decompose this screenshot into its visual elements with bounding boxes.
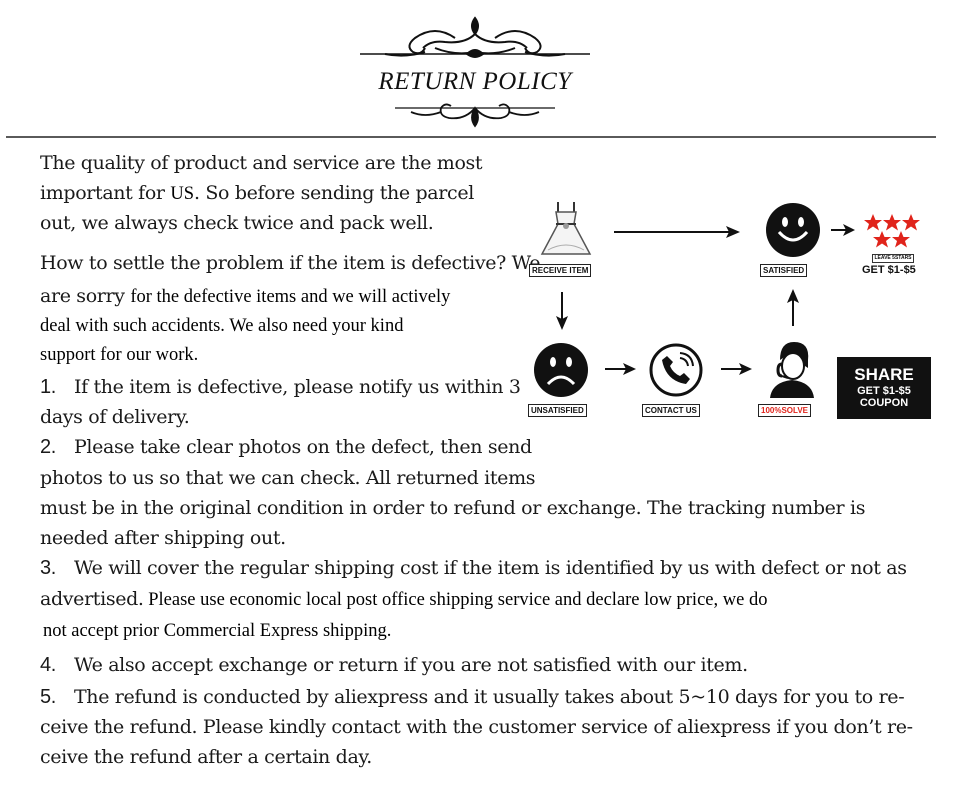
customer-service-icon: [770, 342, 814, 398]
text-line: needed after shipping out.: [40, 527, 286, 549]
policy-item-1: 1.If the item is defective, please notif…: [40, 376, 521, 398]
dress-icon: [540, 202, 592, 255]
arrow-down-icon: [556, 292, 568, 330]
contact-us-label: CONTACT US: [642, 404, 700, 417]
text-line: important for US. So before sending the …: [40, 182, 474, 204]
policy-item-2: 2.Please take clear photos on the defect…: [40, 436, 532, 458]
divider: [6, 136, 936, 138]
ornament-flourish-icon: [360, 16, 590, 128]
text-line: The quality of product and service are t…: [40, 152, 483, 174]
text-line: are sorry for the defective items and we…: [40, 285, 451, 307]
policy-item-4: 4.We also accept exchange or return if y…: [40, 654, 748, 676]
text-line: photos to us so that we can check. All r…: [40, 467, 536, 489]
arrow-right-icon: [831, 224, 855, 236]
text-line: days of delivery.: [40, 406, 190, 428]
phone-icon: [649, 343, 703, 397]
arrow-right-icon: [605, 363, 636, 375]
policy-item-5: 5.The refund is conducted by aliexpress …: [40, 686, 905, 708]
smiley-sad-icon: [534, 343, 588, 397]
text-line: must be in the original condition in ord…: [40, 497, 866, 519]
unsatisfied-label: UNSATISFIED: [528, 404, 587, 417]
share-reward: GET $1-$5: [857, 385, 911, 397]
arrow-right-icon: [721, 363, 752, 375]
policy-item-3: 3.We will cover the regular shipping cos…: [40, 557, 907, 579]
reward-label: GET $1-$5: [862, 264, 916, 276]
receive-item-label: RECEIVE ITEM: [529, 264, 592, 277]
text-line: How to settle the problem if the item is…: [40, 252, 541, 274]
stars-icon: [864, 214, 920, 248]
share-title: SHARE: [854, 365, 914, 384]
text-line: advertised. Please use economic local po…: [40, 588, 768, 610]
text-line: support for our work.: [40, 345, 199, 365]
arrow-right-icon: [614, 226, 740, 238]
text-line: ceive the refund after a certain day.: [40, 746, 372, 768]
page-title: RETURN POLICY: [378, 68, 572, 95]
text-line: not accept prior Commercial Express ship…: [43, 621, 392, 641]
text-line: ceive the refund. Please kindly contact …: [40, 716, 913, 738]
share-coupon: COUPON: [859, 397, 909, 409]
text-line: out, we always check twice and pack well…: [40, 212, 434, 234]
arrow-up-icon: [787, 289, 799, 326]
solve-label: 100%SOLVE: [758, 404, 811, 417]
text-line: deal with such accidents. We also need y…: [40, 316, 404, 336]
smiley-happy-icon: [766, 203, 820, 257]
satisfied-label: SATISFIED: [760, 264, 808, 277]
share-badge-icon: SHARE GET $1-$5 COUPON: [837, 357, 931, 419]
leave-stars-label: LEAVE 5STARS: [872, 254, 914, 263]
